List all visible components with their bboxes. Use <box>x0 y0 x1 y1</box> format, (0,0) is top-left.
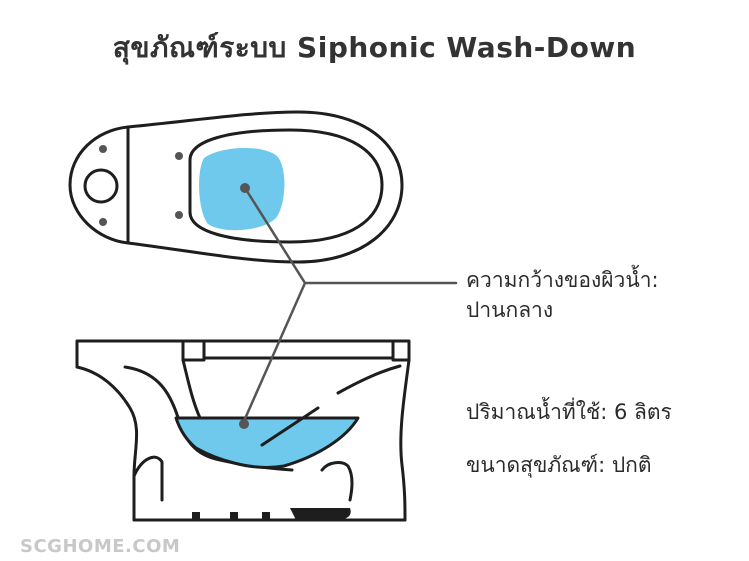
inner-bowl-front <box>336 364 402 395</box>
base-left <box>132 455 164 502</box>
drain-plug <box>290 508 351 520</box>
callout-water-surface-width-value: ปานกลาง <box>466 298 554 322</box>
seat-hinge-block-left <box>181 339 206 362</box>
top-view-dots <box>99 145 183 226</box>
outer-front-wall <box>399 358 411 522</box>
leader-lines <box>242 186 458 423</box>
toilet-top-view <box>68 110 404 264</box>
siphon-jet-line <box>260 406 320 447</box>
callout-water-surface-width: ความกว้างของผิวน้ำ: <box>466 268 659 292</box>
toilet-outer-outline <box>68 110 404 264</box>
seat-hinge-block-right <box>391 339 411 362</box>
seat-hinge-dot <box>175 152 183 160</box>
watermark: SCGHOME.COM <box>20 536 181 557</box>
leader-water-section <box>242 281 307 423</box>
drain-outlet-right <box>320 461 354 502</box>
page-title: สุขภัณฑ์ระบบ Siphonic Wash-Down <box>112 31 637 64</box>
trap-drain-dashes <box>192 508 351 520</box>
tank-rim <box>75 339 185 369</box>
outer-back-wall <box>75 365 139 522</box>
callout-toilet-size: ขนาดสุขภัณฑ์: ปกติ <box>466 453 652 477</box>
tank-bolt-dot <box>99 145 107 153</box>
seat-hinge-dot <box>175 211 183 219</box>
trap-dash <box>262 512 270 520</box>
trap-dash <box>230 512 238 520</box>
flush-button <box>83 168 119 204</box>
callout-water-volume: ปริมาณน้ำที่ใช้: 6 ลิตร <box>466 400 672 424</box>
leader-dot-top <box>240 183 250 193</box>
trap-dash <box>192 512 200 520</box>
toilet-seat-outline <box>188 128 384 244</box>
tank-bolt-dot <box>99 218 107 226</box>
leader-dots <box>239 183 250 429</box>
leader-dot-section <box>239 419 249 429</box>
